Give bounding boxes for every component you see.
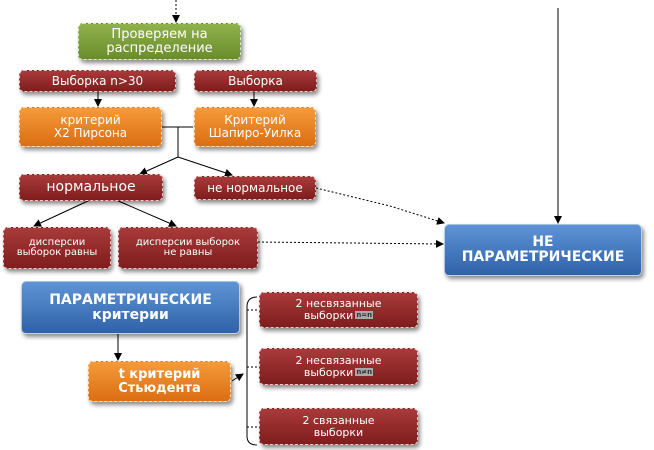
arrow-to-var-not-equal xyxy=(115,199,177,227)
check-distribution-node: Проверяем на распределение xyxy=(78,23,241,60)
equal-n-tag: n=n xyxy=(355,311,374,320)
arrow-to-not-normal xyxy=(177,156,233,177)
arrow-to-var-equal xyxy=(33,199,91,227)
criteria-join-bracket xyxy=(162,126,179,157)
pearson-criterion-node: критерий Х2 Пирсона xyxy=(19,107,162,147)
parametric-criteria-node: ПАРАМЕТРИЧЕСКИЕ критерии xyxy=(21,281,240,334)
nonparametric-node: НЕ ПАРАМЕТРИЧЕСКИЕ xyxy=(444,224,642,276)
arrow-to-normal xyxy=(139,156,179,175)
sample-n-gt-30-node: Выборка n>30 xyxy=(19,70,176,92)
two-dependent-samples-node: 2 связанные выборки xyxy=(259,408,418,445)
not-normal-node: не нормальное xyxy=(194,176,316,200)
variances-not-equal-node: дисперсии выборок не равны xyxy=(118,227,258,269)
variances-equal-node: дисперсии выборок равны xyxy=(3,227,111,269)
student-t-criterion-node: t критерий Стьюдента xyxy=(88,361,231,402)
normal-node: нормальное xyxy=(19,174,163,201)
cases-bracket xyxy=(246,296,258,446)
arrow-not-normal-to-nonparam xyxy=(315,187,445,225)
case-1-line-1: 2 несвязанные xyxy=(295,297,382,311)
unequal-n-tag: n≠n xyxy=(355,367,374,376)
arrow-var-not-equal-to-nonparam xyxy=(257,239,444,248)
sample-node: Выборка xyxy=(194,70,317,92)
case-2-line-1: 2 несвязанные xyxy=(295,353,382,367)
arrow-student-to-bracket xyxy=(231,373,244,382)
shapiro-wilk-criterion-node: Критерий Шапиро-Уилка xyxy=(194,107,316,147)
